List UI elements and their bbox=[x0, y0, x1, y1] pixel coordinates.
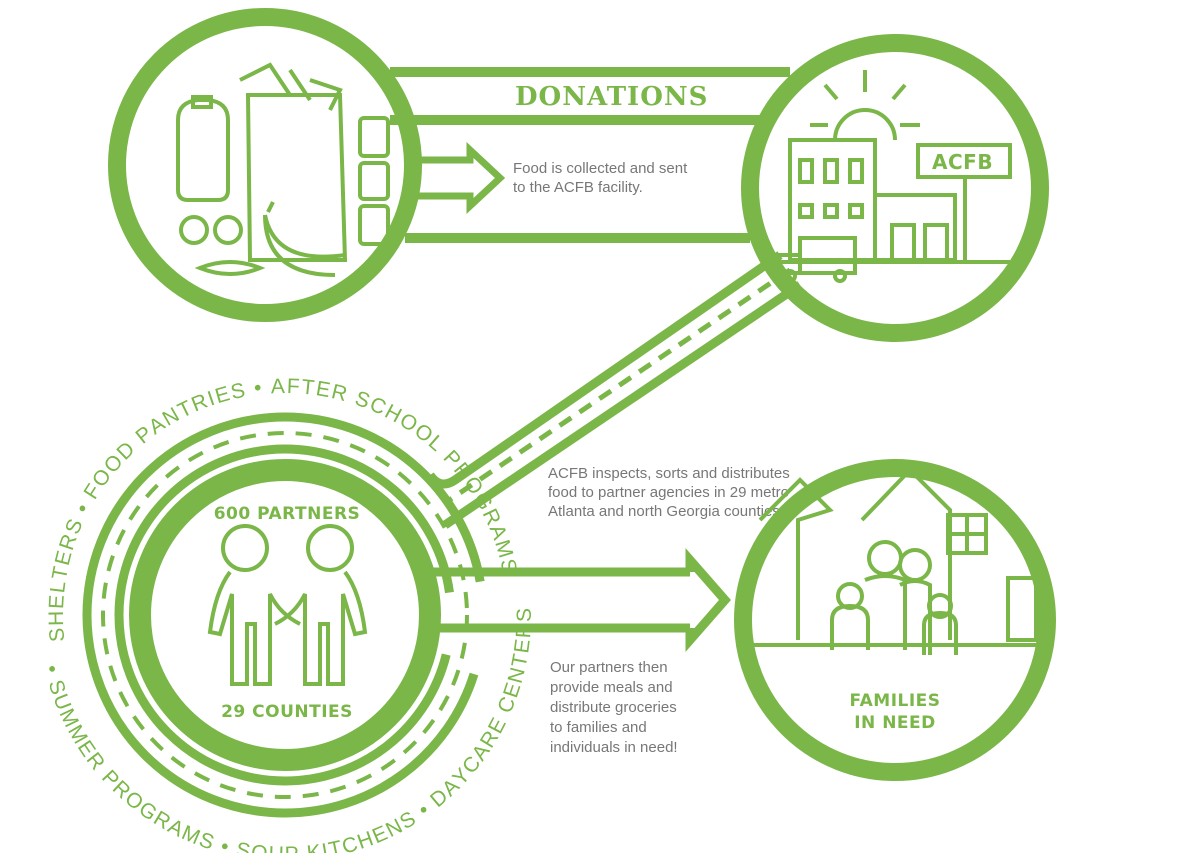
ring-glyph: E bbox=[499, 680, 525, 701]
ring-glyph: R bbox=[512, 622, 536, 639]
ring-glyph: S bbox=[44, 677, 70, 697]
ring-glyph: • bbox=[71, 500, 95, 517]
ring-glyph: T bbox=[508, 652, 533, 669]
ring-glyph: R bbox=[55, 531, 82, 553]
families-label-2: IN NEED bbox=[854, 713, 936, 733]
donations-desc-1: Food is collected and sent bbox=[513, 160, 688, 177]
distribution-desc-1: ACFB inspects, sorts and distributes bbox=[548, 465, 790, 482]
distribution-desc-3: Atlanta and north Georgia counties. bbox=[548, 503, 784, 520]
distribution-description: ACFB inspects, sorts and distributes foo… bbox=[548, 465, 790, 520]
ring-glyph: E bbox=[51, 548, 77, 567]
partners-to-families-arrow bbox=[430, 548, 731, 652]
ring-glyph: R bbox=[329, 380, 349, 406]
ring-glyph: • bbox=[218, 835, 231, 853]
ring-glyph: S bbox=[196, 828, 217, 853]
families-circle: FAMILIES IN NEED bbox=[734, 459, 1056, 781]
ring-glyph: C bbox=[340, 832, 361, 853]
ring-glyph: S bbox=[234, 838, 252, 853]
ring-glyph: I bbox=[320, 839, 330, 853]
families-label-1: FAMILIES bbox=[849, 691, 940, 711]
donations-title: DONATIONS bbox=[515, 82, 708, 112]
ring-glyph: U bbox=[268, 843, 284, 853]
ring-glyph: A bbox=[270, 375, 285, 398]
distribution-desc-2: food to partner agencies in 29 metro bbox=[548, 484, 789, 501]
partners-circle: 600 PARTNERS 29 COUNTIES SHELTERS•FOODPA… bbox=[40, 375, 536, 853]
ring-glyph: S bbox=[513, 608, 536, 622]
arrow-right-icon bbox=[410, 141, 506, 215]
counties-count: 29 COUNTIES bbox=[221, 702, 353, 722]
partners-desc-3: distribute groceries bbox=[550, 699, 677, 716]
donations-desc-2: to the ACFB facility. bbox=[513, 179, 643, 196]
ring-glyph: K bbox=[306, 840, 323, 853]
partner-types-ring-bottom: •SUMMERPROGRAMS•SOUPKITCHENS•DAYCARECENT… bbox=[40, 608, 536, 853]
ring-glyph: T bbox=[48, 565, 73, 582]
ring-glyph: N bbox=[504, 665, 530, 685]
ring-glyph: L bbox=[46, 580, 70, 594]
ring-glyph: H bbox=[354, 827, 376, 853]
partners-desc-5: individuals in need! bbox=[550, 739, 678, 756]
acfb-sign: ACFB bbox=[932, 150, 993, 174]
ring-glyph: E bbox=[510, 638, 535, 655]
donations-circle bbox=[108, 8, 422, 322]
ring-glyph: F bbox=[286, 375, 300, 398]
groceries-icon bbox=[176, 62, 390, 277]
acfb-facility-circle: ACFB bbox=[741, 34, 1049, 342]
warehouse-icon bbox=[772, 70, 1012, 283]
partners-desc-2: provide meals and bbox=[550, 679, 673, 696]
family-house-icon bbox=[750, 467, 1040, 655]
ring-glyph: S bbox=[496, 557, 521, 576]
ring-glyph: • bbox=[253, 376, 263, 400]
ring-glyph: O bbox=[250, 841, 269, 853]
ring-glyph: M bbox=[490, 537, 517, 560]
ring-glyph: S bbox=[45, 627, 69, 643]
ring-glyph: H bbox=[45, 611, 68, 626]
ring-glyph: P bbox=[284, 843, 299, 853]
ring-glyph: E bbox=[314, 377, 332, 402]
ring-glyph: S bbox=[229, 379, 247, 404]
ring-glyph: • bbox=[414, 799, 433, 822]
handshake-icon bbox=[207, 524, 368, 686]
partners-desc-4: to families and bbox=[550, 719, 647, 736]
partners-description: Our partners then provide meals and dist… bbox=[550, 659, 678, 756]
ring-glyph: • bbox=[40, 663, 64, 675]
ring-glyph: E bbox=[45, 594, 69, 609]
ring-glyph: T bbox=[300, 376, 315, 400]
donations-band: DONATIONS Food is collected and sent to … bbox=[390, 67, 790, 243]
ring-glyph: T bbox=[327, 837, 345, 853]
ring-glyph: E bbox=[213, 382, 233, 408]
partners-desc-1: Our partners then bbox=[550, 659, 668, 676]
partners-count: 600 PARTNERS bbox=[214, 504, 361, 524]
